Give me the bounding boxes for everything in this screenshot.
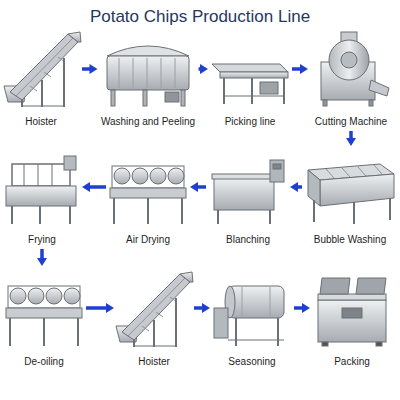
step-label-row: Washing and Peeling xyxy=(100,111,197,129)
arrow-shaft xyxy=(349,131,353,139)
step-label: Frying xyxy=(28,234,56,246)
hoister-figure xyxy=(4,32,81,107)
flow-arrow xyxy=(294,303,310,313)
process-step: Bubble Washing xyxy=(304,148,396,247)
step-label: Hoister xyxy=(138,356,170,368)
process-step: Picking line xyxy=(210,30,290,129)
flow-arrow xyxy=(37,249,47,266)
arrow-head xyxy=(37,258,47,266)
step-label-row: Blanching xyxy=(208,229,288,247)
step-label-row: Cutting Machine xyxy=(310,111,392,129)
arrow-shaft xyxy=(40,249,44,259)
process-step: Frying xyxy=(4,148,80,247)
hoister-figure xyxy=(116,272,193,347)
arrow-head xyxy=(290,182,298,192)
step-label: Cutting Machine xyxy=(315,116,387,128)
step-label: Hoister xyxy=(25,116,57,128)
flow-arrow xyxy=(190,182,206,192)
step-label: Blanching xyxy=(226,234,270,246)
step-label-row: Hoister xyxy=(116,351,192,369)
arrow-shaft xyxy=(194,306,203,310)
flow-arrow xyxy=(290,182,302,192)
step-label-row: Frying xyxy=(4,229,80,247)
arrow-shaft xyxy=(294,306,303,310)
process-step: Hoister xyxy=(2,30,80,129)
bubble-washer-figure xyxy=(308,164,394,224)
step-label: Washing and Peeling xyxy=(101,116,195,128)
picking-line-figure xyxy=(212,64,288,104)
arrow-head xyxy=(300,64,308,74)
fryer-figure xyxy=(6,156,76,224)
step-label-row: Seasoning xyxy=(212,351,292,369)
process-step: Air Drying xyxy=(108,148,188,247)
arrow-head xyxy=(190,182,198,192)
process-step: De-oiling xyxy=(4,268,84,369)
cutting-machine-figure xyxy=(321,32,389,106)
de-oiler-figure xyxy=(6,286,82,346)
step-label-row: Packing xyxy=(312,351,392,369)
step-label-row: Hoister xyxy=(2,111,80,129)
seasoning-drum-figure xyxy=(214,286,284,346)
arrow-head xyxy=(90,64,98,74)
process-step: Blanching xyxy=(208,148,288,247)
flow-arrow xyxy=(86,303,114,313)
step-label: Air Drying xyxy=(126,234,170,246)
arrow-head xyxy=(200,64,208,74)
arrow-shaft xyxy=(292,67,301,71)
step-label: Picking line xyxy=(225,116,276,128)
process-step: Packing xyxy=(312,268,392,369)
flow-arrow xyxy=(194,303,210,313)
air-dryer-figure xyxy=(110,166,186,224)
step-label: De-oiling xyxy=(24,356,63,368)
blancher-figure xyxy=(212,160,284,224)
process-step: Cutting Machine xyxy=(310,30,392,129)
step-label: Packing xyxy=(334,356,370,368)
flow-arrow xyxy=(346,131,356,146)
step-label-row: De-oiling xyxy=(4,351,84,369)
diagram-title: Potato Chips Production Line xyxy=(0,7,400,27)
arrow-shaft xyxy=(89,185,106,189)
flow-arrow xyxy=(199,64,209,74)
arrow-head xyxy=(82,182,90,192)
process-step: Washing and Peeling xyxy=(100,30,197,129)
step-label-row: Picking line xyxy=(210,111,290,129)
arrow-head xyxy=(302,303,310,313)
step-label: Bubble Washing xyxy=(314,234,386,246)
step-label-row: Bubble Washing xyxy=(304,229,396,247)
process-step: Seasoning xyxy=(212,268,292,369)
washer-peeler-figure xyxy=(107,46,189,106)
vacuum-packer-figure xyxy=(318,278,386,346)
arrow-shaft xyxy=(197,185,206,189)
arrow-head xyxy=(106,303,114,313)
flow-arrow xyxy=(82,182,106,192)
arrow-shaft xyxy=(82,67,91,71)
arrow-head xyxy=(202,303,210,313)
arrow-shaft xyxy=(86,306,107,310)
step-label-row: Air Drying xyxy=(108,229,188,247)
flow-arrow xyxy=(292,64,308,74)
step-label: Seasoning xyxy=(228,356,275,368)
process-step: Hoister xyxy=(116,268,192,369)
arrow-head xyxy=(346,138,356,146)
flow-arrow xyxy=(82,64,98,74)
